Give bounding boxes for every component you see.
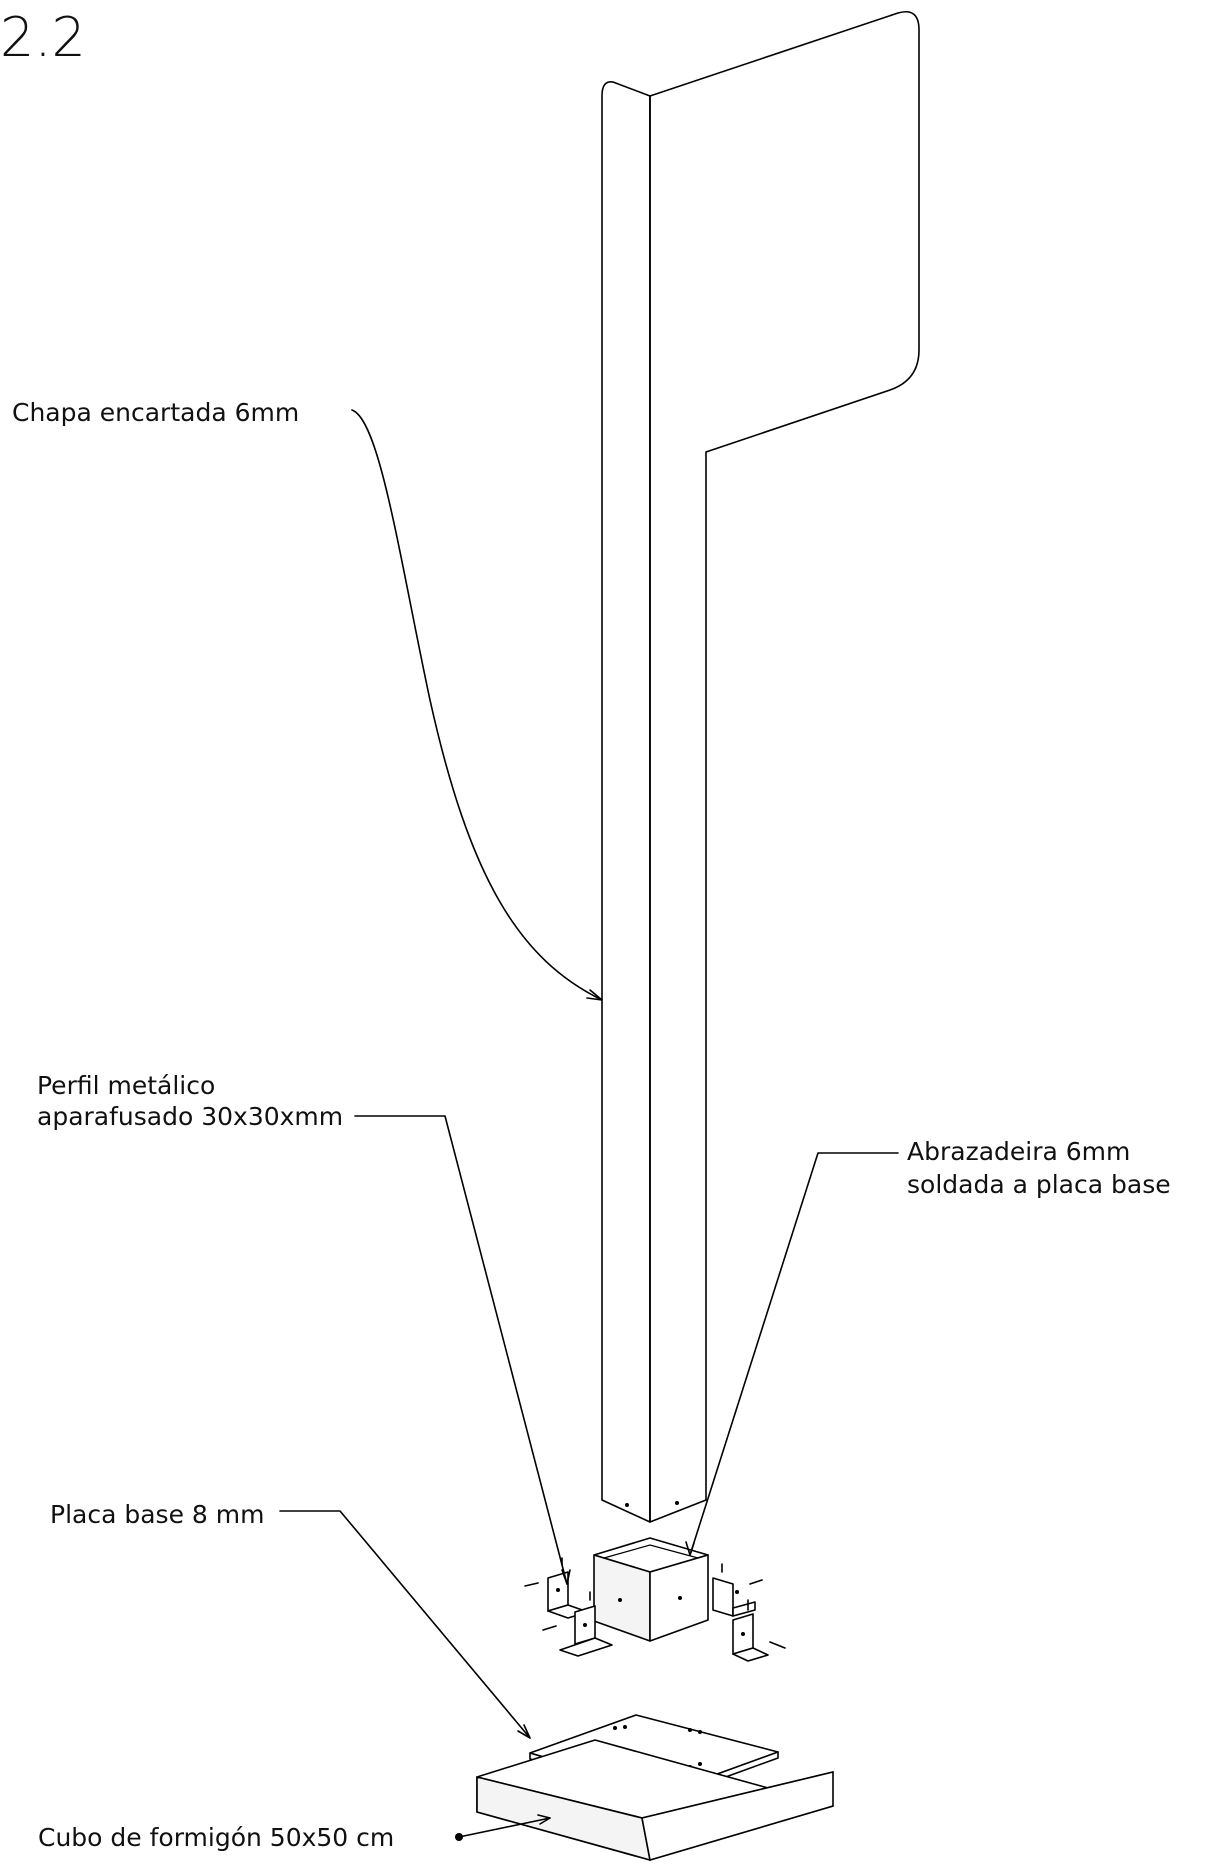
- post-left-face: [601, 80, 651, 1523]
- leader-abrazadeira: [689, 1152, 899, 1556]
- post-bolt-hole: [625, 1503, 629, 1507]
- post-sign-panel: [649, 11, 920, 1523]
- label-placa-base: Placa base 8 mm: [50, 1500, 265, 1529]
- label-chapa-encartada: Chapa encartada 6mm: [12, 398, 300, 427]
- figure-number: 2.2: [0, 6, 86, 69]
- leader-placa: [279, 1510, 531, 1739]
- label-perfil-metalico-line1: Perfil metálico: [37, 1071, 216, 1100]
- leader-chapa: [351, 409, 603, 1001]
- angle-bracket-left-bottom: [542, 1591, 613, 1657]
- concrete-cube-front-right: [641, 1771, 834, 1861]
- angle-bracket-right-bottom: [732, 1599, 786, 1662]
- angle-bracket-right-top: [712, 1563, 763, 1617]
- label-abrazadeira-line1: Abrazadeira 6mm: [907, 1137, 1131, 1166]
- leader-perfil: [354, 1115, 568, 1585]
- angle-bracket-left-top: [524, 1557, 589, 1619]
- post-bolt-hole: [675, 1501, 679, 1505]
- label-cubo-formigon: Cubo de formigón 50x50 cm: [38, 1823, 395, 1852]
- leader-cubo: [458, 1817, 551, 1838]
- label-abrazadeira-line2: soldada a placa base: [907, 1170, 1171, 1199]
- label-perfil-metalico-line2: aparafusado 30x30xmm: [37, 1102, 344, 1131]
